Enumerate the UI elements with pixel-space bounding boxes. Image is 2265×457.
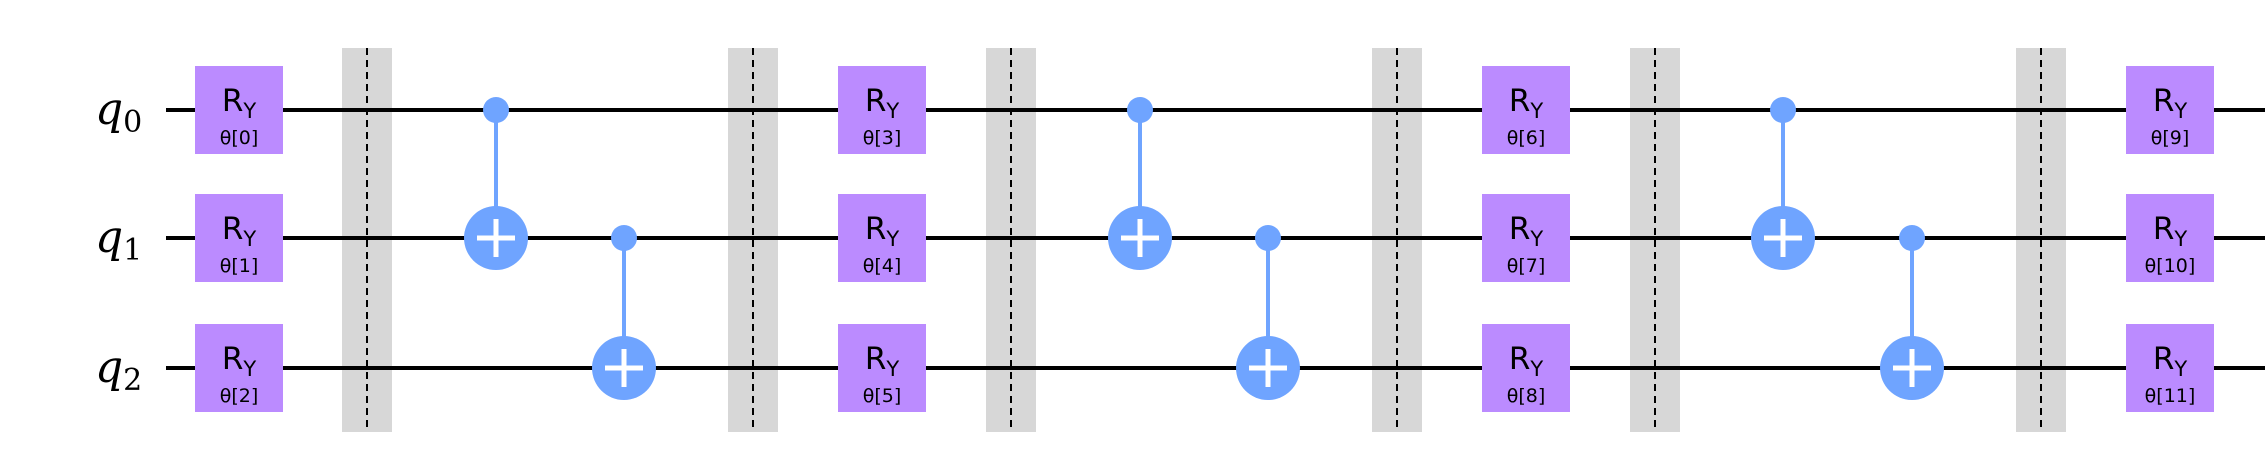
ry-gate-name: RY bbox=[222, 83, 257, 123]
cx-gate bbox=[1751, 97, 1815, 270]
ry-gate-param: θ[2] bbox=[220, 385, 259, 407]
ry-gate-box bbox=[838, 324, 926, 412]
ry-gate: RY θ[10] bbox=[2126, 194, 2214, 282]
ry-gate-param: θ[9] bbox=[2151, 127, 2190, 149]
ry-gate-box bbox=[2126, 324, 2214, 412]
qubit-label-q2: q2 bbox=[95, 342, 142, 398]
ry-gate: RY θ[1] bbox=[195, 194, 283, 282]
cx-control-dot bbox=[1899, 225, 1925, 251]
cx-control-dot bbox=[1770, 97, 1796, 123]
ry-gate-param: θ[7] bbox=[1507, 255, 1546, 277]
ry-gate-box bbox=[195, 194, 283, 282]
cx-gate bbox=[1236, 225, 1300, 400]
ry-gate-box bbox=[1482, 324, 1570, 412]
ry-gate: RY θ[11] bbox=[2126, 324, 2214, 412]
ry-gate: RY θ[3] bbox=[838, 66, 926, 154]
ry-gate-param: θ[3] bbox=[863, 127, 902, 149]
cx-gate bbox=[592, 225, 656, 400]
ry-gate: RY θ[5] bbox=[838, 324, 926, 412]
ry-gate-name: RY bbox=[2153, 341, 2188, 381]
qubit-label-q0: q0 bbox=[95, 84, 142, 140]
ry-gate-name: RY bbox=[1509, 211, 1544, 251]
barrier-dashed-lines bbox=[366, 48, 2042, 432]
ry-gate-box bbox=[195, 66, 283, 154]
ry-gate: RY θ[7] bbox=[1482, 194, 1570, 282]
ry-gate-box bbox=[2126, 194, 2214, 282]
qubit-labels: q0 q1 q2 bbox=[95, 84, 142, 398]
ry-gate: RY θ[0] bbox=[195, 66, 283, 154]
ry-gate-param: θ[8] bbox=[1507, 385, 1546, 407]
cx-control-dot bbox=[1127, 97, 1153, 123]
ry-gate-name: RY bbox=[2153, 83, 2188, 123]
ry-gate-name: RY bbox=[865, 83, 900, 123]
ry-gate: RY θ[2] bbox=[195, 324, 283, 412]
ry-gate-box bbox=[838, 66, 926, 154]
ry-gate-box bbox=[195, 324, 283, 412]
ry-gate-box bbox=[838, 194, 926, 282]
ry-gate-box bbox=[1482, 194, 1570, 282]
cx-control-dot bbox=[483, 97, 509, 123]
ry-gate-name: RY bbox=[865, 211, 900, 251]
ry-gate-param: θ[0] bbox=[220, 127, 259, 149]
ry-gate: RY θ[4] bbox=[838, 194, 926, 282]
ry-gate-name: RY bbox=[222, 341, 257, 381]
ry-gate-param: θ[11] bbox=[2145, 385, 2196, 407]
ry-gate-param: θ[6] bbox=[1507, 127, 1546, 149]
ry-gate-name: RY bbox=[2153, 211, 2188, 251]
ry-gate: RY θ[9] bbox=[2126, 66, 2214, 154]
cx-control-dot bbox=[611, 225, 637, 251]
ry-gate-name: RY bbox=[865, 341, 900, 381]
ry-gate-name: RY bbox=[1509, 341, 1544, 381]
cx-control-dot bbox=[1255, 225, 1281, 251]
ry-gate-param: θ[4] bbox=[863, 255, 902, 277]
gates: RY θ[0] RY θ[1] RY θ[2] RY θ[3] RY θ[4] RY θ[5] RY θ[… bbox=[195, 66, 2214, 412]
ry-gate: RY θ[8] bbox=[1482, 324, 1570, 412]
ry-gate-param: θ[1] bbox=[220, 255, 259, 277]
ry-gate-name: RY bbox=[222, 211, 257, 251]
cx-gate bbox=[464, 97, 528, 270]
ry-gate-box bbox=[2126, 66, 2214, 154]
ry-gate-param: θ[5] bbox=[863, 385, 902, 407]
ry-gate-param: θ[10] bbox=[2145, 255, 2196, 277]
qubit-label-q1: q1 bbox=[95, 212, 142, 268]
ry-gate-box bbox=[1482, 66, 1570, 154]
ry-gate: RY θ[6] bbox=[1482, 66, 1570, 154]
ry-gate-name: RY bbox=[1509, 83, 1544, 123]
cx-gate bbox=[1880, 225, 1944, 400]
cx-gate bbox=[1108, 97, 1172, 270]
